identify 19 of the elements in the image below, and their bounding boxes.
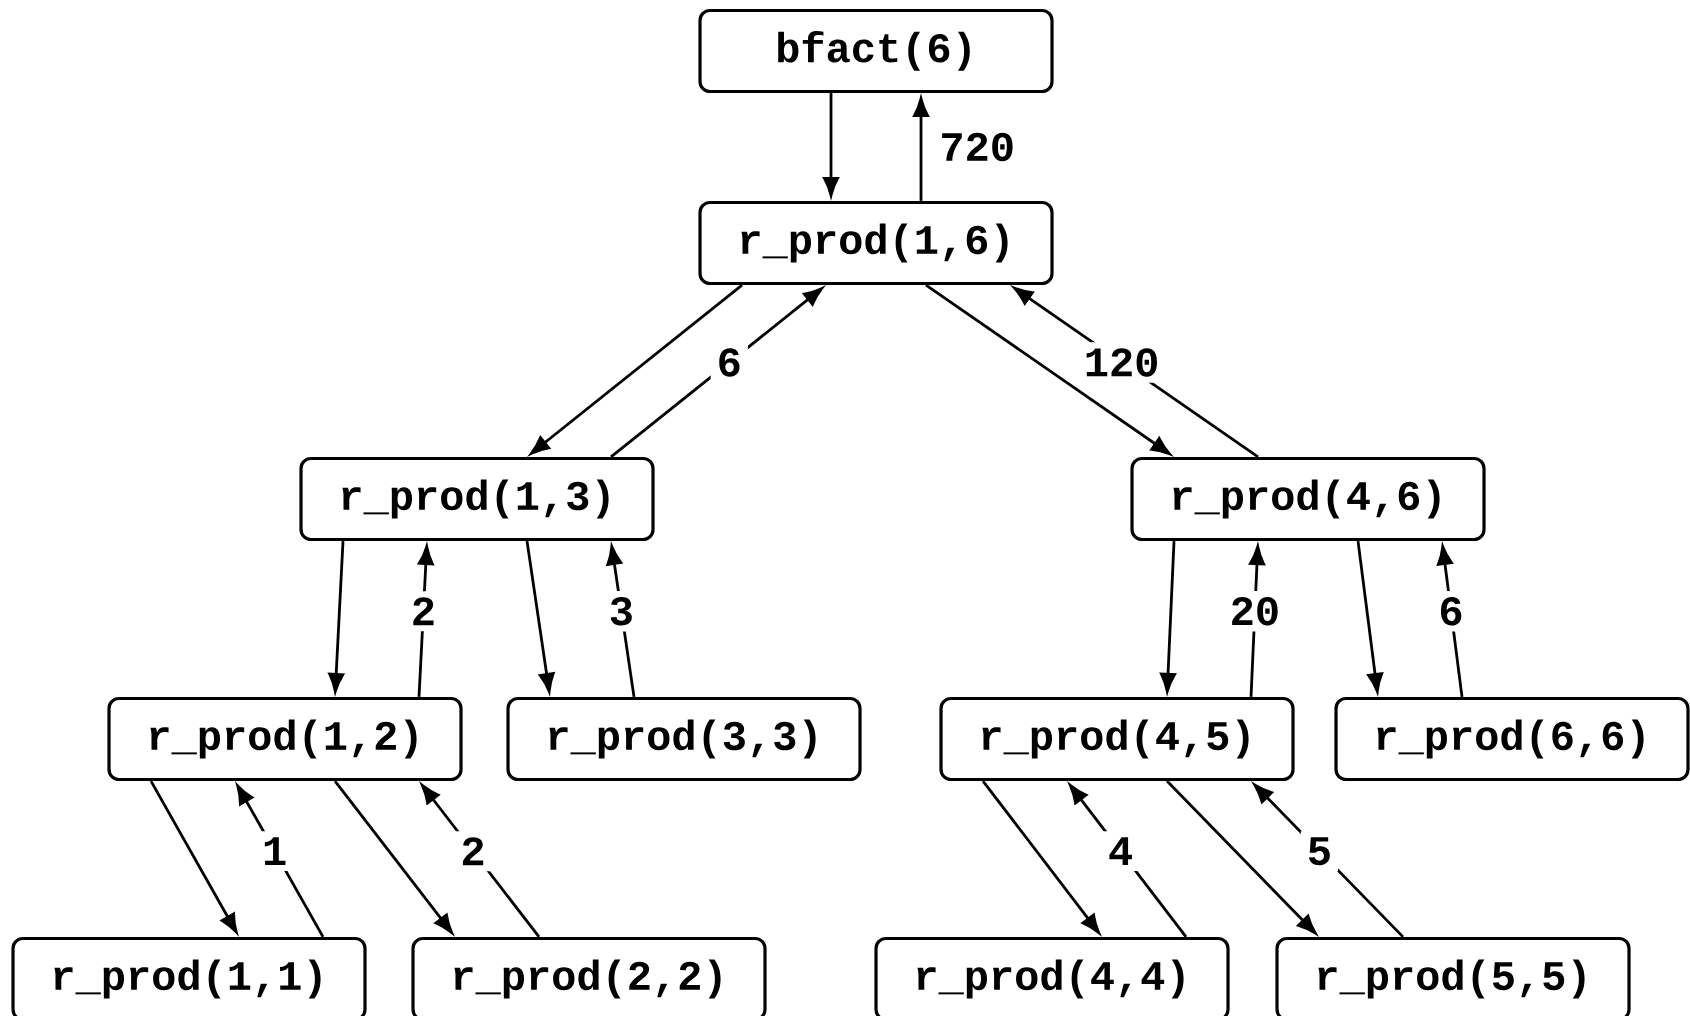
edge-label: 1 (256, 831, 294, 872)
call-box: r_prod(2,2) (411, 936, 767, 1016)
edge-label: 20 (1223, 590, 1287, 632)
call-box: r_prod(1,1) (11, 936, 367, 1016)
edge-label: 5 (1300, 831, 1338, 872)
call-box: r_prod(4,5) (939, 696, 1295, 782)
call-box: r_prod(1,2) (107, 696, 463, 782)
call-box: r_prod(1,3) (299, 456, 655, 542)
call-box: r_prod(6,6) (1334, 696, 1690, 782)
edge-label: 2 (404, 591, 442, 632)
call-box: r_prod(5,5) (1275, 936, 1631, 1016)
call-box: r_prod(4,6) (1130, 456, 1486, 542)
arrow (1166, 780, 1317, 935)
edge-label: 720 (933, 126, 1022, 168)
call-box: r_prod(3,3) (506, 696, 862, 782)
call-box: r_prod(4,4) (874, 936, 1230, 1016)
call-box: bfact(6) (698, 8, 1054, 94)
call-box: r_prod(1,6) (698, 200, 1054, 286)
arrow (149, 780, 238, 934)
